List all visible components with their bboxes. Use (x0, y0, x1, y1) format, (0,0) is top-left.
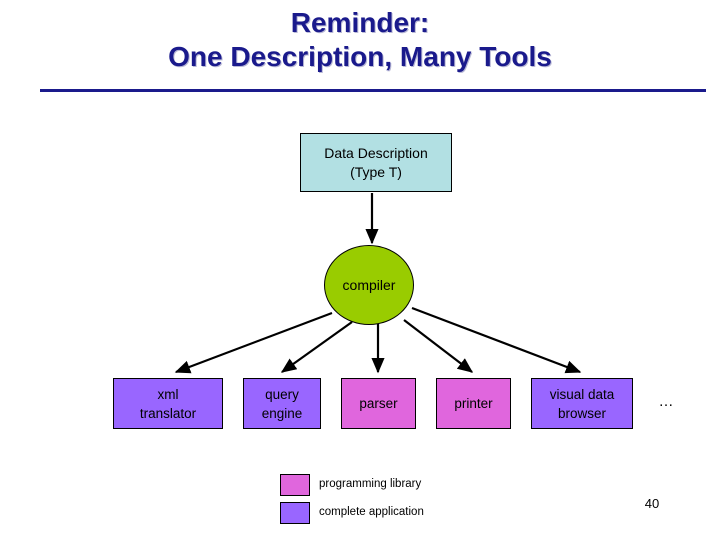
node-query-engine-line-1: query (265, 386, 299, 402)
legend-label-complete-application: complete application (319, 506, 424, 518)
page-title-line-1: Reminder: (290, 7, 430, 38)
node-query-engine[interactable]: query engine (243, 378, 321, 429)
arrow-compiler-to-query-engine (280, 321, 353, 373)
node-xml-translator-line-1: xml (157, 386, 179, 402)
node-visual-data-browser-line-2: browser (557, 405, 606, 421)
node-compiler[interactable]: compiler (324, 245, 414, 325)
node-printer-label: printer (454, 396, 493, 411)
node-xml-translator[interactable]: xml translator (113, 378, 223, 429)
node-data-description-line-2: (Type T) (350, 163, 402, 180)
node-parser-label: parser (359, 396, 398, 411)
node-visual-data-browser-line-1: visual data (549, 386, 615, 402)
page-title: Reminder: One Description, Many Tools (0, 6, 720, 74)
page-title-line-2: One Description, Many Tools (168, 41, 552, 72)
node-parser[interactable]: parser (341, 378, 416, 429)
node-query-engine-line-2: engine (261, 405, 303, 421)
node-visual-data-browser[interactable]: visual data browser (531, 378, 633, 429)
legend-swatch-programming-library (280, 474, 310, 496)
legend-label-programming-library: programming library (319, 478, 422, 490)
arrow-compiler-to-printer (403, 319, 474, 373)
arrow-compiler-to-xml-translator (174, 311, 333, 374)
node-compiler-label: compiler (342, 277, 396, 293)
legend-swatch-complete-application (280, 502, 310, 524)
arrow-compiler-to-visual-data-browser (411, 306, 582, 374)
node-xml-translator-line-2: translator (139, 405, 197, 421)
more-tools-ellipsis: … (658, 393, 674, 410)
title-divider (40, 89, 706, 92)
slide-page-number: 40 (644, 496, 660, 511)
node-data-description-line-1: Data Description (324, 144, 428, 161)
node-data-description[interactable]: Data Description (Type T) (300, 133, 452, 192)
node-printer[interactable]: printer (436, 378, 511, 429)
